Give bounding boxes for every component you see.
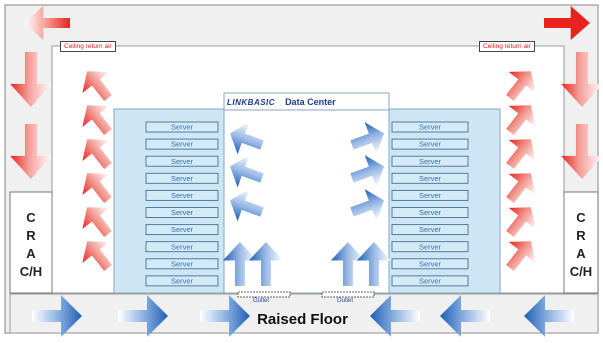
crac-letter: C/H: [19, 263, 43, 279]
server-label: Server: [419, 259, 442, 268]
hot-air-arrow: [506, 173, 536, 204]
hot-air-arrow: [82, 173, 112, 204]
server-unit-left: [145, 172, 219, 184]
crac-letter: C: [576, 209, 586, 225]
hot-air-arrow: [561, 124, 603, 179]
server-unit-right: [391, 207, 469, 218]
raised-floor-plenum: [9, 293, 599, 334]
crac-letter: C/H: [569, 263, 593, 279]
crac-label-right: C R A C/H: [561, 204, 601, 284]
ceiling-return-label-right: Ceiling return air: [479, 41, 535, 52]
server-unit-right: [391, 189, 469, 201]
cold-air-arrow: [230, 155, 264, 188]
cold-air-arrow: [248, 242, 284, 286]
cold-air-arrow: [222, 242, 258, 286]
cold-air-arrow: [230, 189, 264, 222]
hot-air-arrow: [82, 105, 112, 136]
server-label: Server: [419, 242, 442, 251]
hot-air-arrow: [82, 71, 112, 102]
server-label: Server: [171, 157, 194, 166]
server-label: Server: [171, 174, 194, 183]
hot-air-arrow: [506, 71, 536, 102]
server-unit-right: [391, 224, 469, 236]
server-label: Server: [419, 140, 442, 149]
data-center-title: Data Center: [285, 97, 336, 107]
outlet-label-left: Outlet: [253, 298, 270, 304]
server-unit-left: [145, 138, 219, 150]
hot-air-arrow: [10, 52, 52, 107]
ceiling-return-label-left: Ceiling return air: [60, 41, 116, 52]
outlet-label-right: Outlet: [337, 298, 354, 304]
hot-air-arrow: [24, 5, 70, 41]
server-unit-right: [391, 155, 469, 167]
cold-air-arrow: [370, 295, 420, 337]
crac-letter: C: [26, 209, 36, 225]
server-unit-right: [391, 241, 469, 253]
server-label: Server: [171, 208, 194, 217]
server-label: Server: [171, 225, 194, 234]
server-label: Server: [419, 174, 442, 183]
brand-logo: LINKBASIC: [227, 97, 276, 107]
server-unit-right: [391, 172, 469, 184]
crac-unit-right: [563, 191, 599, 294]
cold-air-arrow: [200, 295, 250, 337]
crac-letter: R: [576, 227, 586, 243]
server-label: Server: [419, 123, 442, 132]
server-unit-left: [145, 189, 219, 201]
hot-air-arrow: [506, 105, 536, 136]
server-label: Server: [419, 277, 442, 286]
server-unit-left: [145, 121, 219, 133]
server-label: Server: [171, 123, 194, 132]
server-label: Server: [171, 277, 194, 286]
server-label: Server: [419, 191, 442, 200]
server-unit-right: [391, 138, 469, 150]
cold-air-arrow: [350, 189, 384, 222]
hot-air-arrow: [506, 207, 536, 238]
hot-air-arrow: [544, 5, 590, 41]
hot-air-arrow: [82, 139, 112, 170]
cold-air-arrow: [440, 295, 490, 337]
data-center-header: LINKBASIC Data Center: [227, 95, 387, 109]
server-unit-left: [145, 207, 219, 218]
hot-air-arrow: [10, 124, 52, 179]
cold-air-arrow: [350, 122, 384, 155]
cold-air-arrow: [524, 295, 574, 337]
cold-air-arrow: [350, 155, 384, 188]
server-label: Server: [171, 191, 194, 200]
cold-air-arrow: [118, 295, 168, 337]
server-label: Server: [419, 225, 442, 234]
cold-air-arrow: [230, 122, 264, 155]
server-unit-right: [391, 275, 469, 287]
cold-air-arrow: [356, 242, 392, 286]
crac-label-left: C R A C/H: [11, 204, 51, 284]
server-unit-left: [145, 241, 219, 253]
crac-letter: A: [576, 245, 586, 261]
server-label: Server: [419, 157, 442, 166]
hot-air-arrow: [506, 241, 536, 272]
server-unit-left: [145, 258, 219, 270]
server-label: Server: [419, 208, 442, 217]
raised-floor-label: Raised Floor: [257, 311, 348, 328]
server-label: Server: [171, 259, 194, 268]
server-unit-right: [391, 258, 469, 270]
crac-letter: R: [26, 227, 36, 243]
floor-vent-right: [321, 291, 375, 298]
hot-air-arrow: [82, 207, 112, 238]
server-unit-left: [145, 224, 219, 236]
server-unit-left: [145, 155, 219, 167]
cold-air-arrow: [330, 242, 366, 286]
hot-air-arrow: [82, 241, 112, 272]
hot-air-arrow: [561, 52, 603, 107]
hot-air-arrow: [506, 139, 536, 170]
server-label: Server: [171, 242, 194, 251]
crac-letter: A: [26, 245, 36, 261]
floor-vent-left: [237, 291, 291, 298]
crac-unit-left: [9, 191, 53, 294]
server-unit-right: [391, 121, 469, 133]
server-label: Server: [171, 140, 194, 149]
server-unit-left: [145, 275, 219, 287]
cold-air-arrow: [32, 295, 82, 337]
